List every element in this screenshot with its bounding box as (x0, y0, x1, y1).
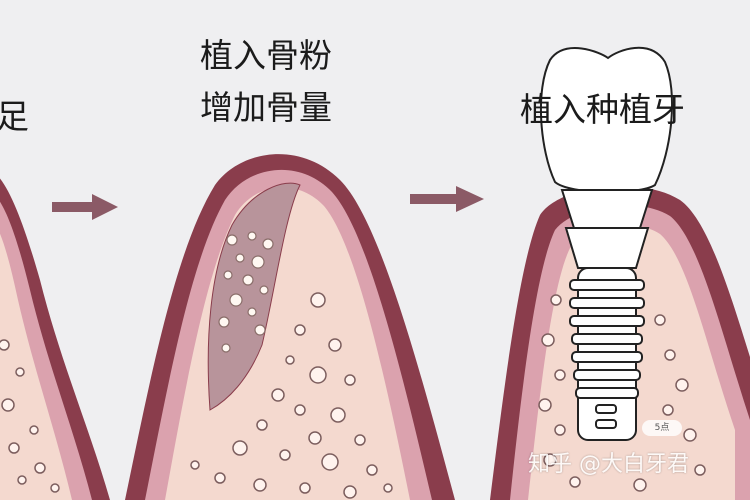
implant-abutment (560, 189, 654, 229)
implant-screw-icon (564, 227, 650, 441)
graft-particles (218, 231, 274, 353)
arrow-right-icon (410, 186, 484, 212)
label-implant: 植入种植牙 (520, 90, 685, 129)
right-bone-particles (538, 294, 706, 492)
label-left-partial: 足 (0, 97, 29, 136)
arrow-right-icon (52, 194, 118, 220)
middle-bone-ridge (125, 154, 455, 500)
watermark-badge: 5点 (642, 420, 682, 436)
label-increase-bone: 增加骨量 (200, 88, 332, 127)
left-bone-ridge (0, 178, 110, 500)
watermark-text: 知乎 @大白牙君 (528, 452, 689, 477)
middle-bone-particles (190, 292, 393, 499)
label-bone-graft: 植入骨粉 (200, 36, 332, 75)
implant-crown-icon (539, 46, 673, 194)
left-bone-particles (0, 339, 60, 493)
